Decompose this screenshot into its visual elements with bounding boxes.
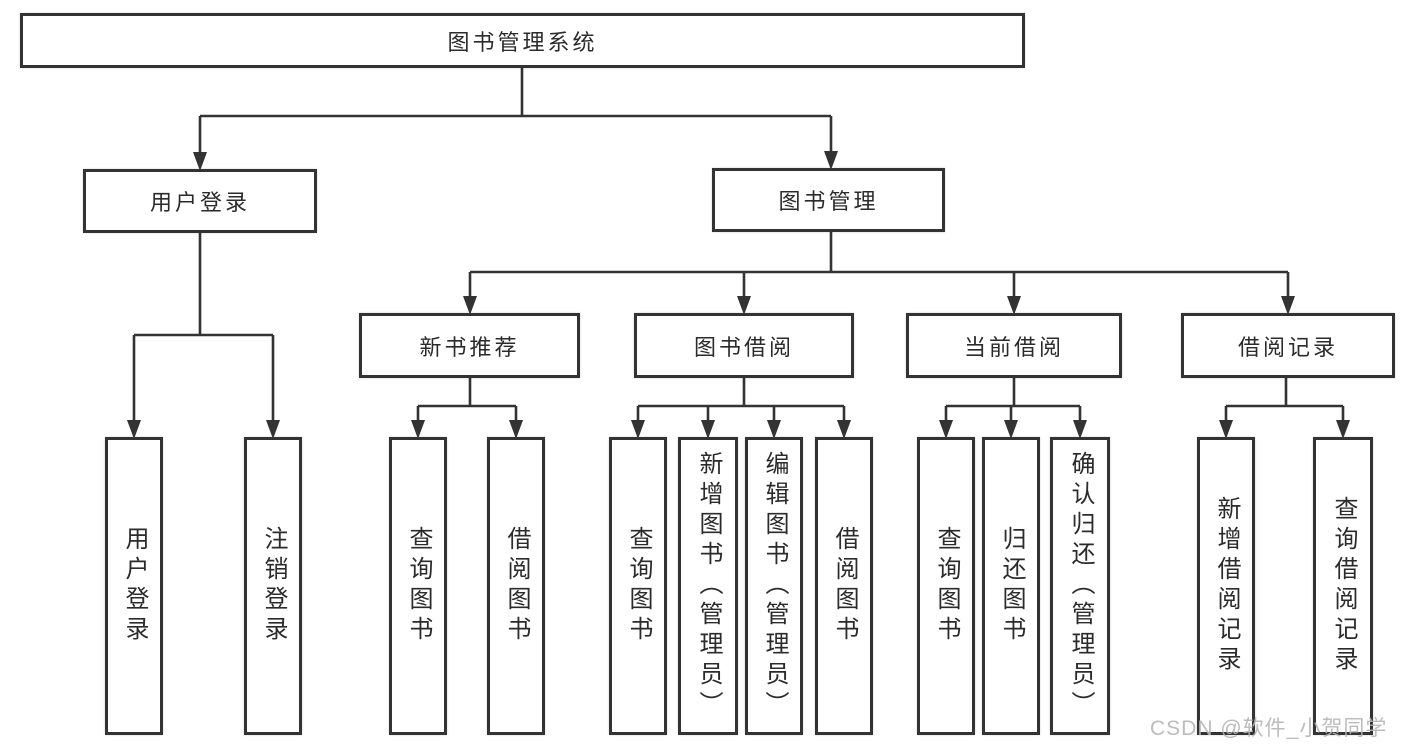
- leaf-query-borrow-record: 查询借阅记录: [1313, 437, 1373, 735]
- connector-book-management: [468, 232, 1290, 296]
- leaf-return-book-label: 归还图书: [998, 526, 1025, 646]
- arrow-down-icon: [509, 420, 523, 439]
- leaf-logout-label: 注销登录: [260, 526, 287, 646]
- arrow-down-icon: [266, 420, 280, 439]
- arrow-down-icon: [1336, 420, 1350, 439]
- connector-root: [198, 68, 833, 152]
- node-book-management: 图书管理: [712, 168, 945, 232]
- arrow-down-icon: [1219, 420, 1233, 439]
- arrow-down-icon: [1073, 420, 1087, 439]
- leaf-borrow-books-2: 借阅图书: [815, 437, 873, 735]
- leaf-logout: 注销登录: [244, 437, 302, 735]
- node-borrowing-records: 借阅记录: [1181, 313, 1395, 378]
- arrow-down-icon: [824, 151, 838, 170]
- node-new-book-recommend: 新书推荐: [359, 313, 580, 378]
- connector-book-borrowing: [636, 378, 846, 420]
- leaf-borrow-books-1: 借阅图书: [487, 437, 545, 735]
- leaf-edit-book-admin-label: 编辑图书（管理员）: [761, 451, 788, 721]
- leaf-user-login: 用户登录: [105, 437, 163, 735]
- node-root-label: 图书管理系统: [447, 29, 598, 55]
- leaf-confirm-return-admin-label: 确认归还（管理员）: [1067, 451, 1094, 721]
- arrow-down-icon: [767, 420, 781, 439]
- arrow-down-icon: [411, 420, 425, 439]
- arrow-down-icon: [1281, 296, 1295, 315]
- arrow-down-icon: [939, 420, 953, 439]
- connector-borrowing-records: [1224, 378, 1345, 420]
- leaf-query-books-3-label: 查询图书: [933, 526, 960, 646]
- node-book-management-label: 图书管理: [778, 189, 879, 214]
- leaf-add-book-admin: 新增图书（管理员）: [678, 437, 738, 735]
- leaf-query-books-2: 查询图书: [609, 437, 667, 735]
- leaf-add-borrow-record: 新增借阅记录: [1197, 437, 1255, 735]
- leaf-add-borrow-record-label: 新增借阅记录: [1213, 496, 1240, 676]
- leaf-query-books-1: 查询图书: [389, 437, 447, 735]
- leaf-edit-book-admin: 编辑图书（管理员）: [745, 437, 803, 735]
- arrow-down-icon: [193, 152, 207, 171]
- node-new-book-recommend-label: 新书推荐: [419, 334, 520, 360]
- leaf-query-books-3: 查询图书: [917, 437, 975, 735]
- leaf-query-books-1-label: 查询图书: [405, 526, 432, 646]
- arrow-down-icon: [631, 420, 645, 439]
- connector-current-borrowing: [944, 378, 1082, 420]
- leaf-user-login-label: 用户登录: [121, 526, 148, 646]
- leaf-borrow-books-1-label: 借阅图书: [503, 526, 530, 646]
- leaf-query-books-2-label: 查询图书: [625, 526, 652, 646]
- node-current-borrowing: 当前借阅: [906, 313, 1122, 378]
- arrow-down-icon: [737, 296, 751, 315]
- arrow-down-icon: [1007, 296, 1021, 315]
- node-book-borrowing-label: 图书借阅: [693, 334, 794, 360]
- arrow-down-icon: [463, 296, 477, 315]
- node-user-login: 用户登录: [83, 169, 317, 233]
- connector-user-login: [132, 233, 275, 420]
- leaf-borrow-books-2-label: 借阅图书: [831, 526, 858, 646]
- csdn-watermark: CSDN @软件_小贺同学: [1150, 717, 1388, 740]
- node-current-borrowing-label: 当前借阅: [963, 334, 1064, 360]
- leaf-return-book: 归还图书: [982, 437, 1040, 735]
- leaf-add-book-admin-label: 新增图书（管理员）: [695, 451, 722, 721]
- node-root: 图书管理系统: [20, 13, 1025, 68]
- arrow-down-icon: [127, 420, 141, 439]
- node-borrowing-records-label: 借阅记录: [1237, 334, 1338, 360]
- leaf-confirm-return-admin: 确认归还（管理员）: [1050, 437, 1110, 735]
- node-book-borrowing: 图书借阅: [634, 313, 854, 378]
- arrow-down-icon: [837, 420, 851, 439]
- node-user-login-label: 用户登录: [149, 190, 250, 215]
- arrow-down-icon: [1004, 420, 1018, 439]
- connector-new-book-recommend: [416, 378, 518, 420]
- leaf-query-borrow-record-label: 查询借阅记录: [1330, 496, 1357, 676]
- arrow-down-icon: [701, 420, 715, 439]
